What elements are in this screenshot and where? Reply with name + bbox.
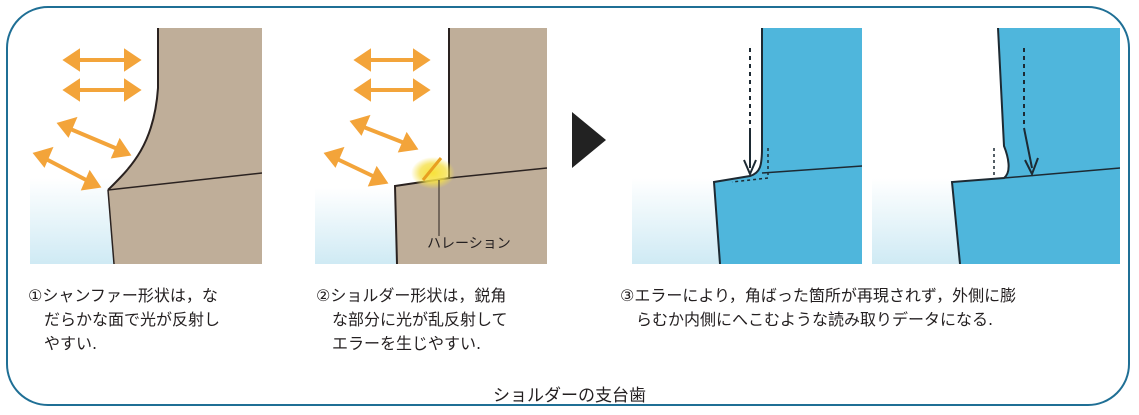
caption-shoulder: ②ショルダー形状は，鋭角 な部分に光が乱反射して エラーを生じやすい. (316, 286, 508, 353)
play-triangle-icon (572, 112, 606, 168)
down-arrow-icon (1023, 48, 1039, 177)
chamfer-panel (30, 28, 262, 264)
caption-error: ③エラーにより，角ばった箇所が再現されず，外側に膨 らむか内側にへこむような読み… (620, 286, 1017, 329)
down-arrow-icon (743, 48, 757, 177)
scan-error-panel-b (872, 28, 1120, 264)
halation-label: ハレーション (427, 236, 511, 252)
figure-frame (6, 6, 1130, 406)
shoulder-panel (315, 28, 547, 264)
caption-chamfer: ①シャンファー形状は，な だらかな面で光が反射し やすい. (28, 286, 221, 353)
scan-error-panel-a (632, 28, 862, 264)
double-arrow-icon (323, 48, 431, 187)
halation-glare (411, 157, 455, 189)
double-arrow-icon (32, 48, 142, 191)
figure-title: ショルダーの支台歯 (493, 386, 646, 406)
